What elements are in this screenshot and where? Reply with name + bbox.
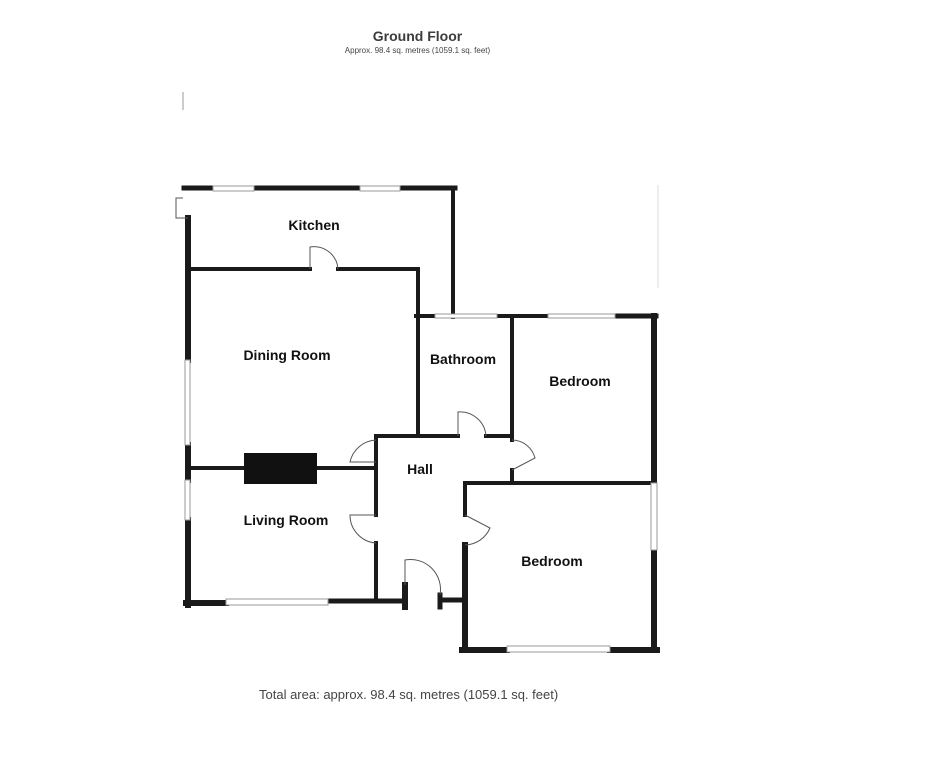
room-label-bedroom-1: Bedroom (549, 373, 610, 389)
door-kitchen-side (175, 197, 188, 219)
door-bedroom-1 (511, 439, 536, 471)
window (212, 185, 255, 192)
room-label-bedroom-2: Bedroom (521, 553, 582, 569)
room-label-kitchen: Kitchen (288, 217, 339, 233)
room-label-dining-room: Dining Room (243, 347, 330, 363)
door-dining (349, 439, 377, 463)
windows (184, 185, 658, 653)
window (184, 479, 191, 521)
window (359, 185, 401, 192)
chimney-breast (244, 453, 317, 484)
room-label-bathroom: Bathroom (430, 351, 496, 367)
window (650, 482, 658, 551)
window (506, 645, 611, 653)
window (547, 313, 616, 319)
door-bedroom-2 (464, 514, 491, 546)
room-label-living-room: Living Room (244, 512, 329, 528)
door-front (404, 559, 441, 596)
door-bathroom (457, 411, 487, 437)
walls (181, 185, 660, 653)
door-kitchen (309, 246, 339, 270)
window (225, 598, 329, 606)
floor-title: Ground Floor (372, 28, 463, 44)
window (434, 313, 498, 319)
door-living (349, 514, 377, 544)
total-area: Total area: approx. 98.4 sq. metres (105… (259, 687, 559, 702)
doors (175, 197, 536, 596)
window (184, 359, 191, 446)
room-label-hall: Hall (407, 461, 433, 477)
floor-area-subtitle: Approx. 98.4 sq. metres (1059.1 sq. feet… (344, 46, 491, 55)
